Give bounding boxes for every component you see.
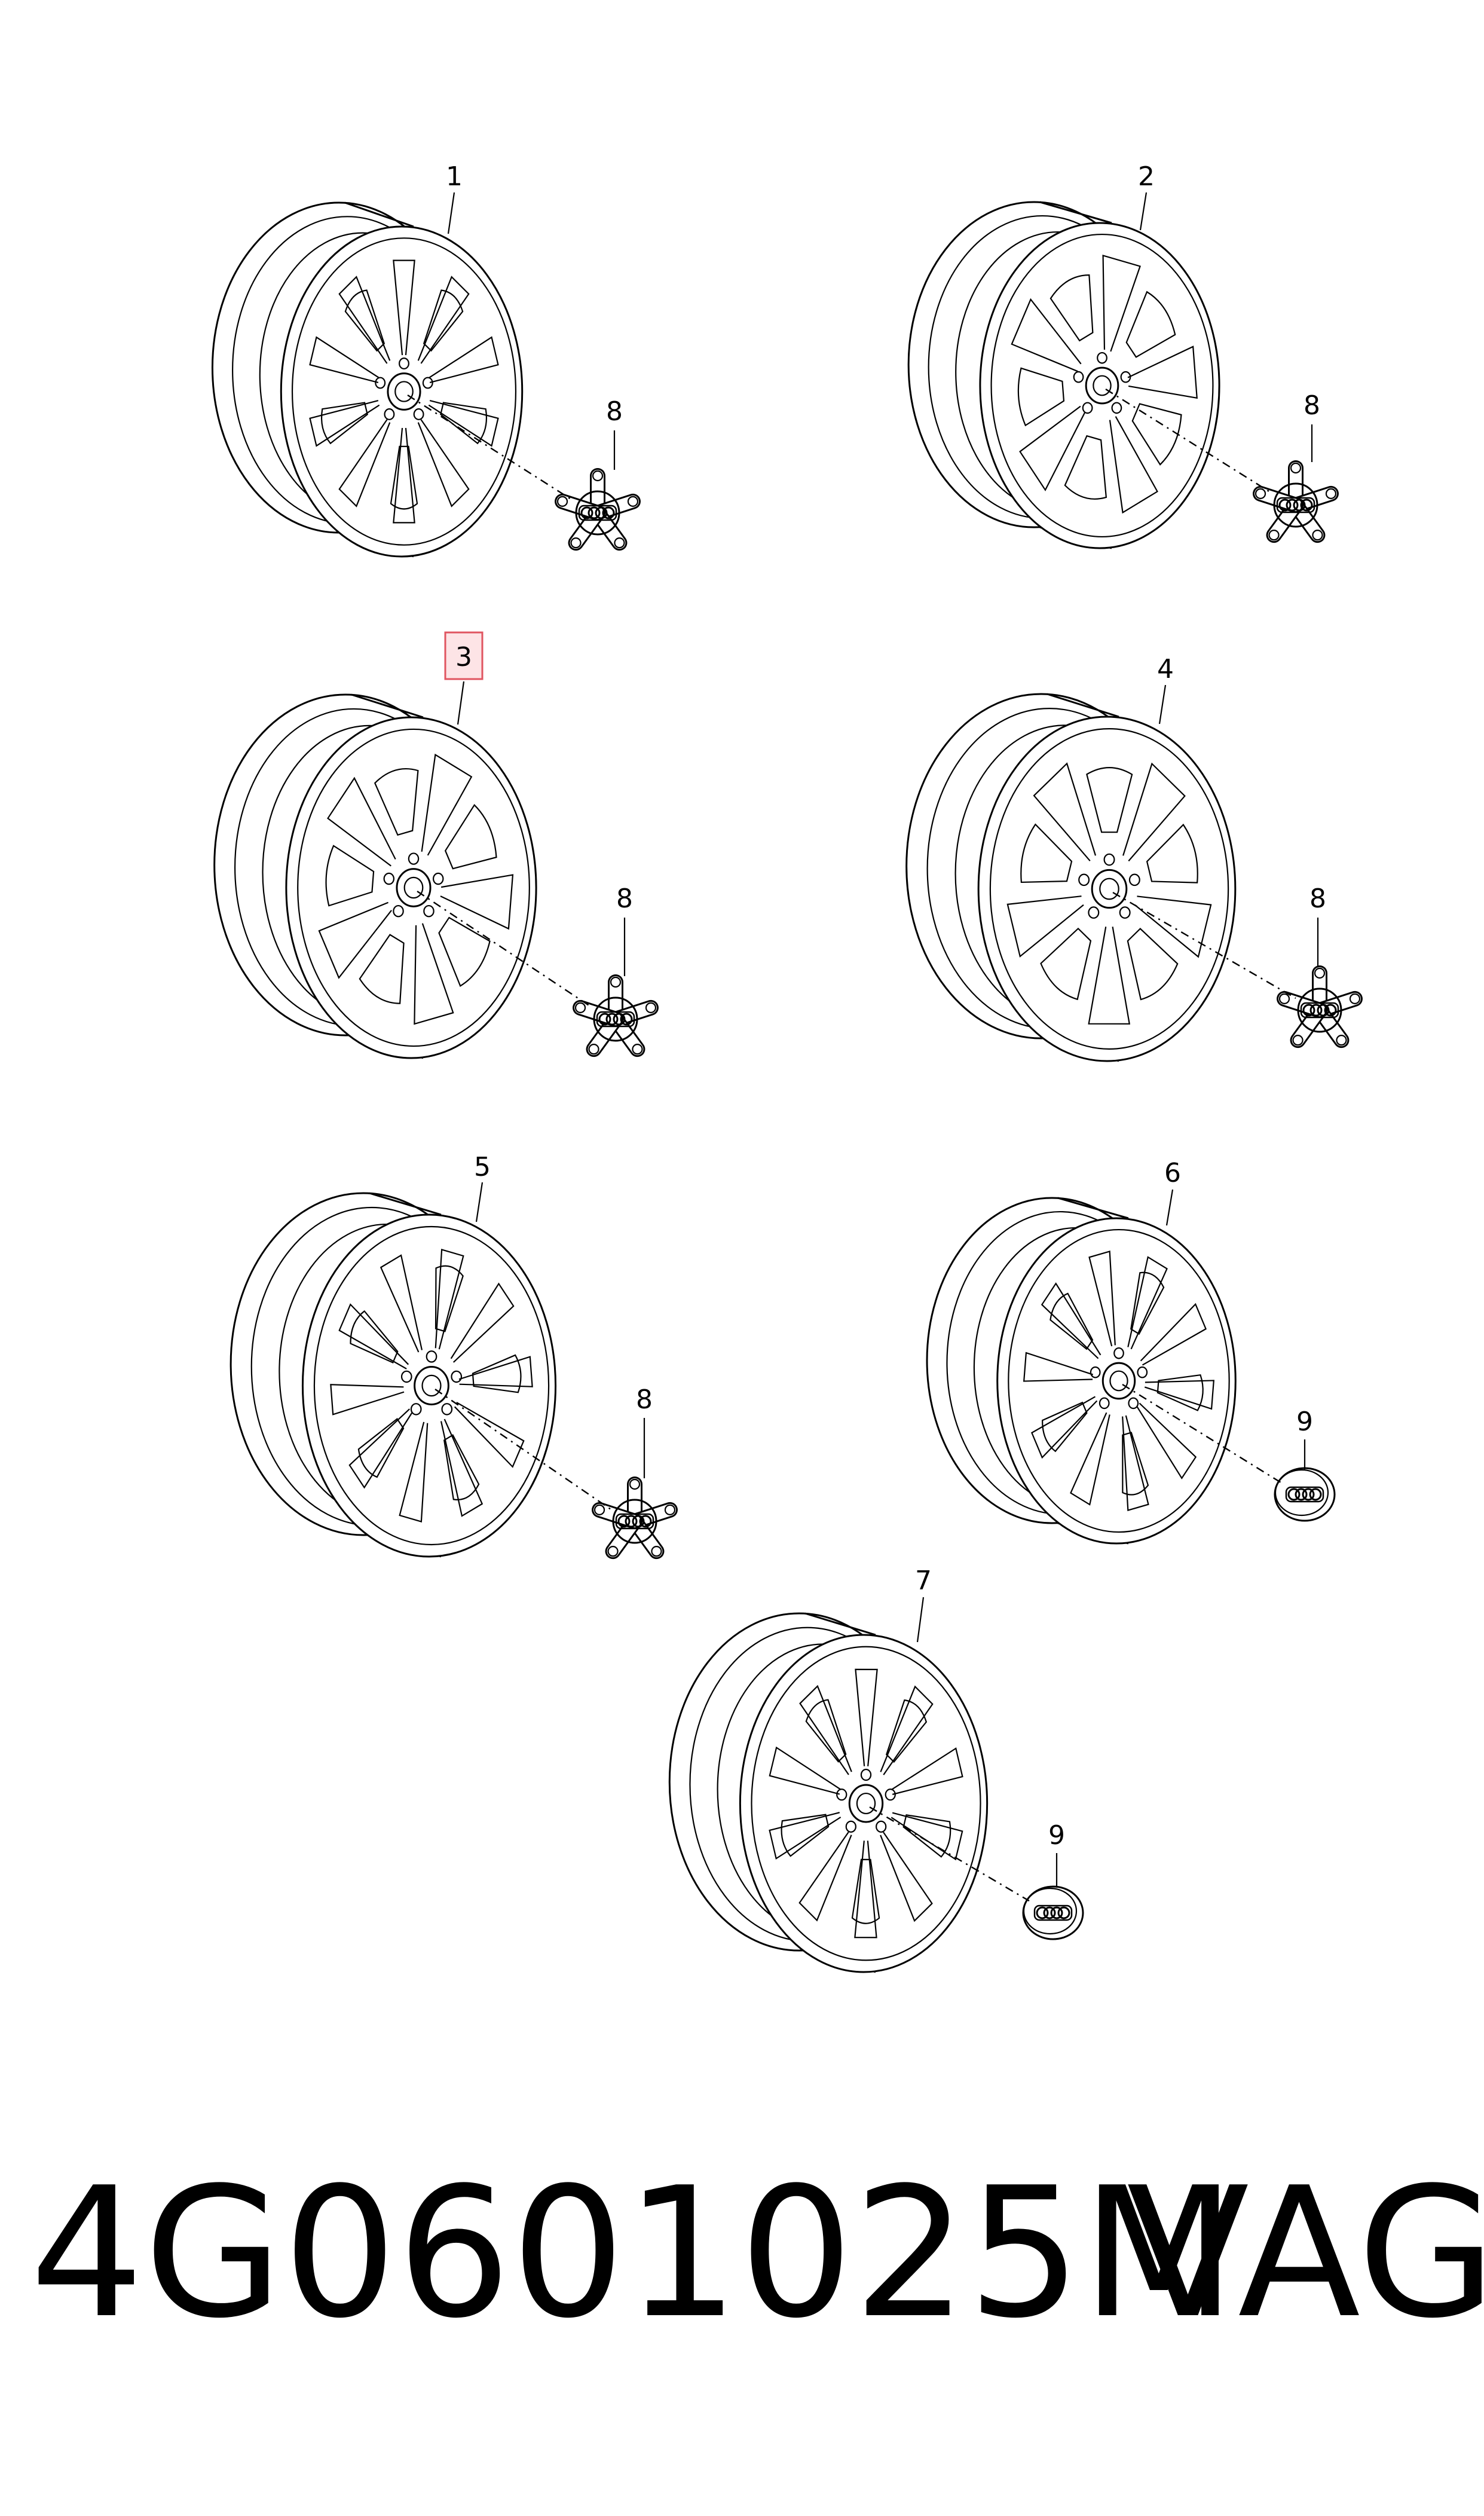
callout-leader-6 xyxy=(1165,1189,1174,1226)
center-axis-5 xyxy=(435,1389,611,1510)
center-axis-3 xyxy=(417,891,592,1008)
part-number: 4G0601025M xyxy=(30,2149,1237,2358)
callout-7[interactable]: 7 xyxy=(915,1566,932,1596)
audi-rings-icon xyxy=(1276,497,1315,513)
callout-8-wheel-3[interactable]: 8 xyxy=(616,883,633,914)
callout-2[interactable]: 2 xyxy=(1138,161,1155,192)
callout-9-wheel-7[interactable]: 9 xyxy=(1048,1820,1065,1851)
audi-rings-icon xyxy=(615,1513,654,1530)
callout-4[interactable]: 4 xyxy=(1157,654,1174,684)
alloy-wheel-1-icon[interactable] xyxy=(211,201,524,558)
center-cap-5-icon[interactable] xyxy=(592,1476,678,1560)
audi-rings-icon xyxy=(1285,1486,1324,1503)
callout-3-highlight xyxy=(444,631,484,680)
alloy-wheel-3-icon[interactable] xyxy=(213,693,537,1059)
callout-1[interactable]: 1 xyxy=(446,161,463,192)
callout-leader-5 xyxy=(475,1182,484,1222)
callout-leader-2 xyxy=(1139,192,1148,231)
audi-rings-icon xyxy=(1033,1904,1073,1921)
alloy-wheel-5-icon[interactable] xyxy=(230,1192,557,1558)
alloy-wheel-6-icon[interactable] xyxy=(926,1197,1237,1545)
wheel-parts-diagram: 1 2 3 4 5 6 7 8 8 8 8 8 9 9 xyxy=(211,161,1363,1973)
alloy-wheel-4-icon[interactable] xyxy=(905,693,1237,1062)
center-cap-2-icon[interactable] xyxy=(1253,460,1339,543)
center-cap-7-icon[interactable] xyxy=(1022,1885,1084,1940)
center-axis-7 xyxy=(869,1806,1030,1902)
center-axis-6 xyxy=(1122,1383,1281,1484)
center-cap-4-icon[interactable] xyxy=(1277,965,1363,1048)
center-axis-2 xyxy=(1105,388,1272,494)
callout-leader-7 xyxy=(916,1597,925,1643)
callout-8-wheel-1[interactable]: 8 xyxy=(606,396,623,427)
alloy-wheel-2-icon[interactable] xyxy=(907,201,1220,549)
callout-leader-4 xyxy=(1158,684,1167,724)
center-cap-1-icon[interactable] xyxy=(555,468,641,551)
callout-5[interactable]: 5 xyxy=(474,1152,491,1182)
callout-8-wheel-2[interactable]: 8 xyxy=(1304,390,1320,421)
brand-label: VAG xyxy=(1127,2149,1484,2358)
callout-8-wheel-4[interactable]: 8 xyxy=(1309,883,1326,914)
callout-6[interactable]: 6 xyxy=(1164,1158,1181,1188)
center-cap-3-icon[interactable] xyxy=(573,974,659,1057)
callout-8-wheel-5[interactable]: 8 xyxy=(636,1384,653,1415)
callout-leader-1 xyxy=(447,192,455,234)
audi-rings-icon xyxy=(578,505,617,521)
center-axis-1 xyxy=(407,394,574,502)
center-axis-4 xyxy=(1112,891,1296,999)
alloy-wheel-7-icon[interactable] xyxy=(668,1612,989,1973)
callout-9-wheel-6[interactable]: 9 xyxy=(1296,1407,1313,1437)
callout-3[interactable]: 3 xyxy=(455,642,472,672)
center-cap-6-icon[interactable] xyxy=(1274,1467,1336,1522)
callout-leader-3 xyxy=(457,681,465,725)
audi-rings-icon xyxy=(1300,1002,1339,1019)
audi-rings-icon xyxy=(596,1011,635,1028)
